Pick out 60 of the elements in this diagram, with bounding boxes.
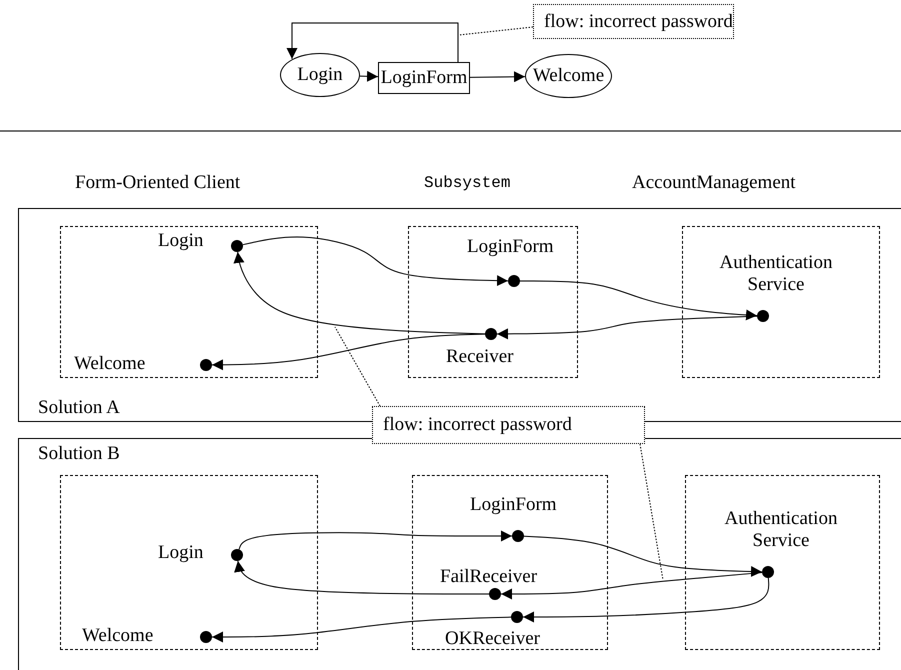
port-dot [200,359,212,371]
port-label: Authentication Service [718,252,834,296]
port-dot [508,275,520,287]
note-box [372,406,645,444]
port-dot [489,588,501,600]
port-dot [511,611,523,623]
column-heading: AccountManagement [632,172,796,194]
arrow [212,334,486,370]
port-dot [231,240,243,252]
port-label: Authentication Service [724,508,838,552]
panel-title: Solution A [38,397,120,419]
port-label: Login [158,542,204,564]
process-box [378,62,470,94]
port-label: FailReceiver [440,566,538,588]
port-label: Receiver [446,346,514,368]
arrow [359,70,378,82]
state-ellipse [525,54,612,98]
arrow [522,578,770,622]
port-label: OKReceiver [445,628,540,650]
component-box [682,226,880,378]
node-label: LoginForm [380,67,468,89]
port-dot [762,566,774,578]
component-box [60,475,318,650]
leader-line [458,26,534,36]
note-box [533,4,734,39]
arrow [212,616,512,642]
panel-title: Solution B [38,443,120,465]
component-box [408,226,578,378]
leader-line [334,326,380,406]
arrow [496,316,758,340]
component-box [685,475,880,650]
port-label: Login [158,230,204,252]
arrow [500,572,763,600]
port-dot [231,549,243,561]
component-box [412,475,608,650]
solution-panel [18,438,901,670]
port-dot [485,328,497,340]
port-label: LoginForm [470,494,557,516]
port-label: LoginForm [467,236,554,258]
arrow [286,22,458,62]
port-label: Welcome [82,625,154,647]
port-label: Welcome [74,353,146,375]
node-label: Login [296,64,344,86]
arrow [238,530,512,550]
note-text: flow: incorrect password [544,10,733,32]
component-box [60,226,318,378]
node-label: Welcome [532,65,606,87]
port-dot [757,310,769,322]
column-heading: Subsystem [424,174,510,192]
state-ellipse [280,53,360,97]
note-text: flow: incorrect password [383,414,573,436]
arrow [524,536,762,577]
arrow [470,71,526,82]
arrow [234,560,490,594]
port-dot [200,631,212,643]
column-heading: Form-Oriented Client [75,172,240,194]
port-dot [512,530,524,542]
arrow [242,236,508,286]
leader-line [640,444,664,580]
arrow [520,280,758,320]
